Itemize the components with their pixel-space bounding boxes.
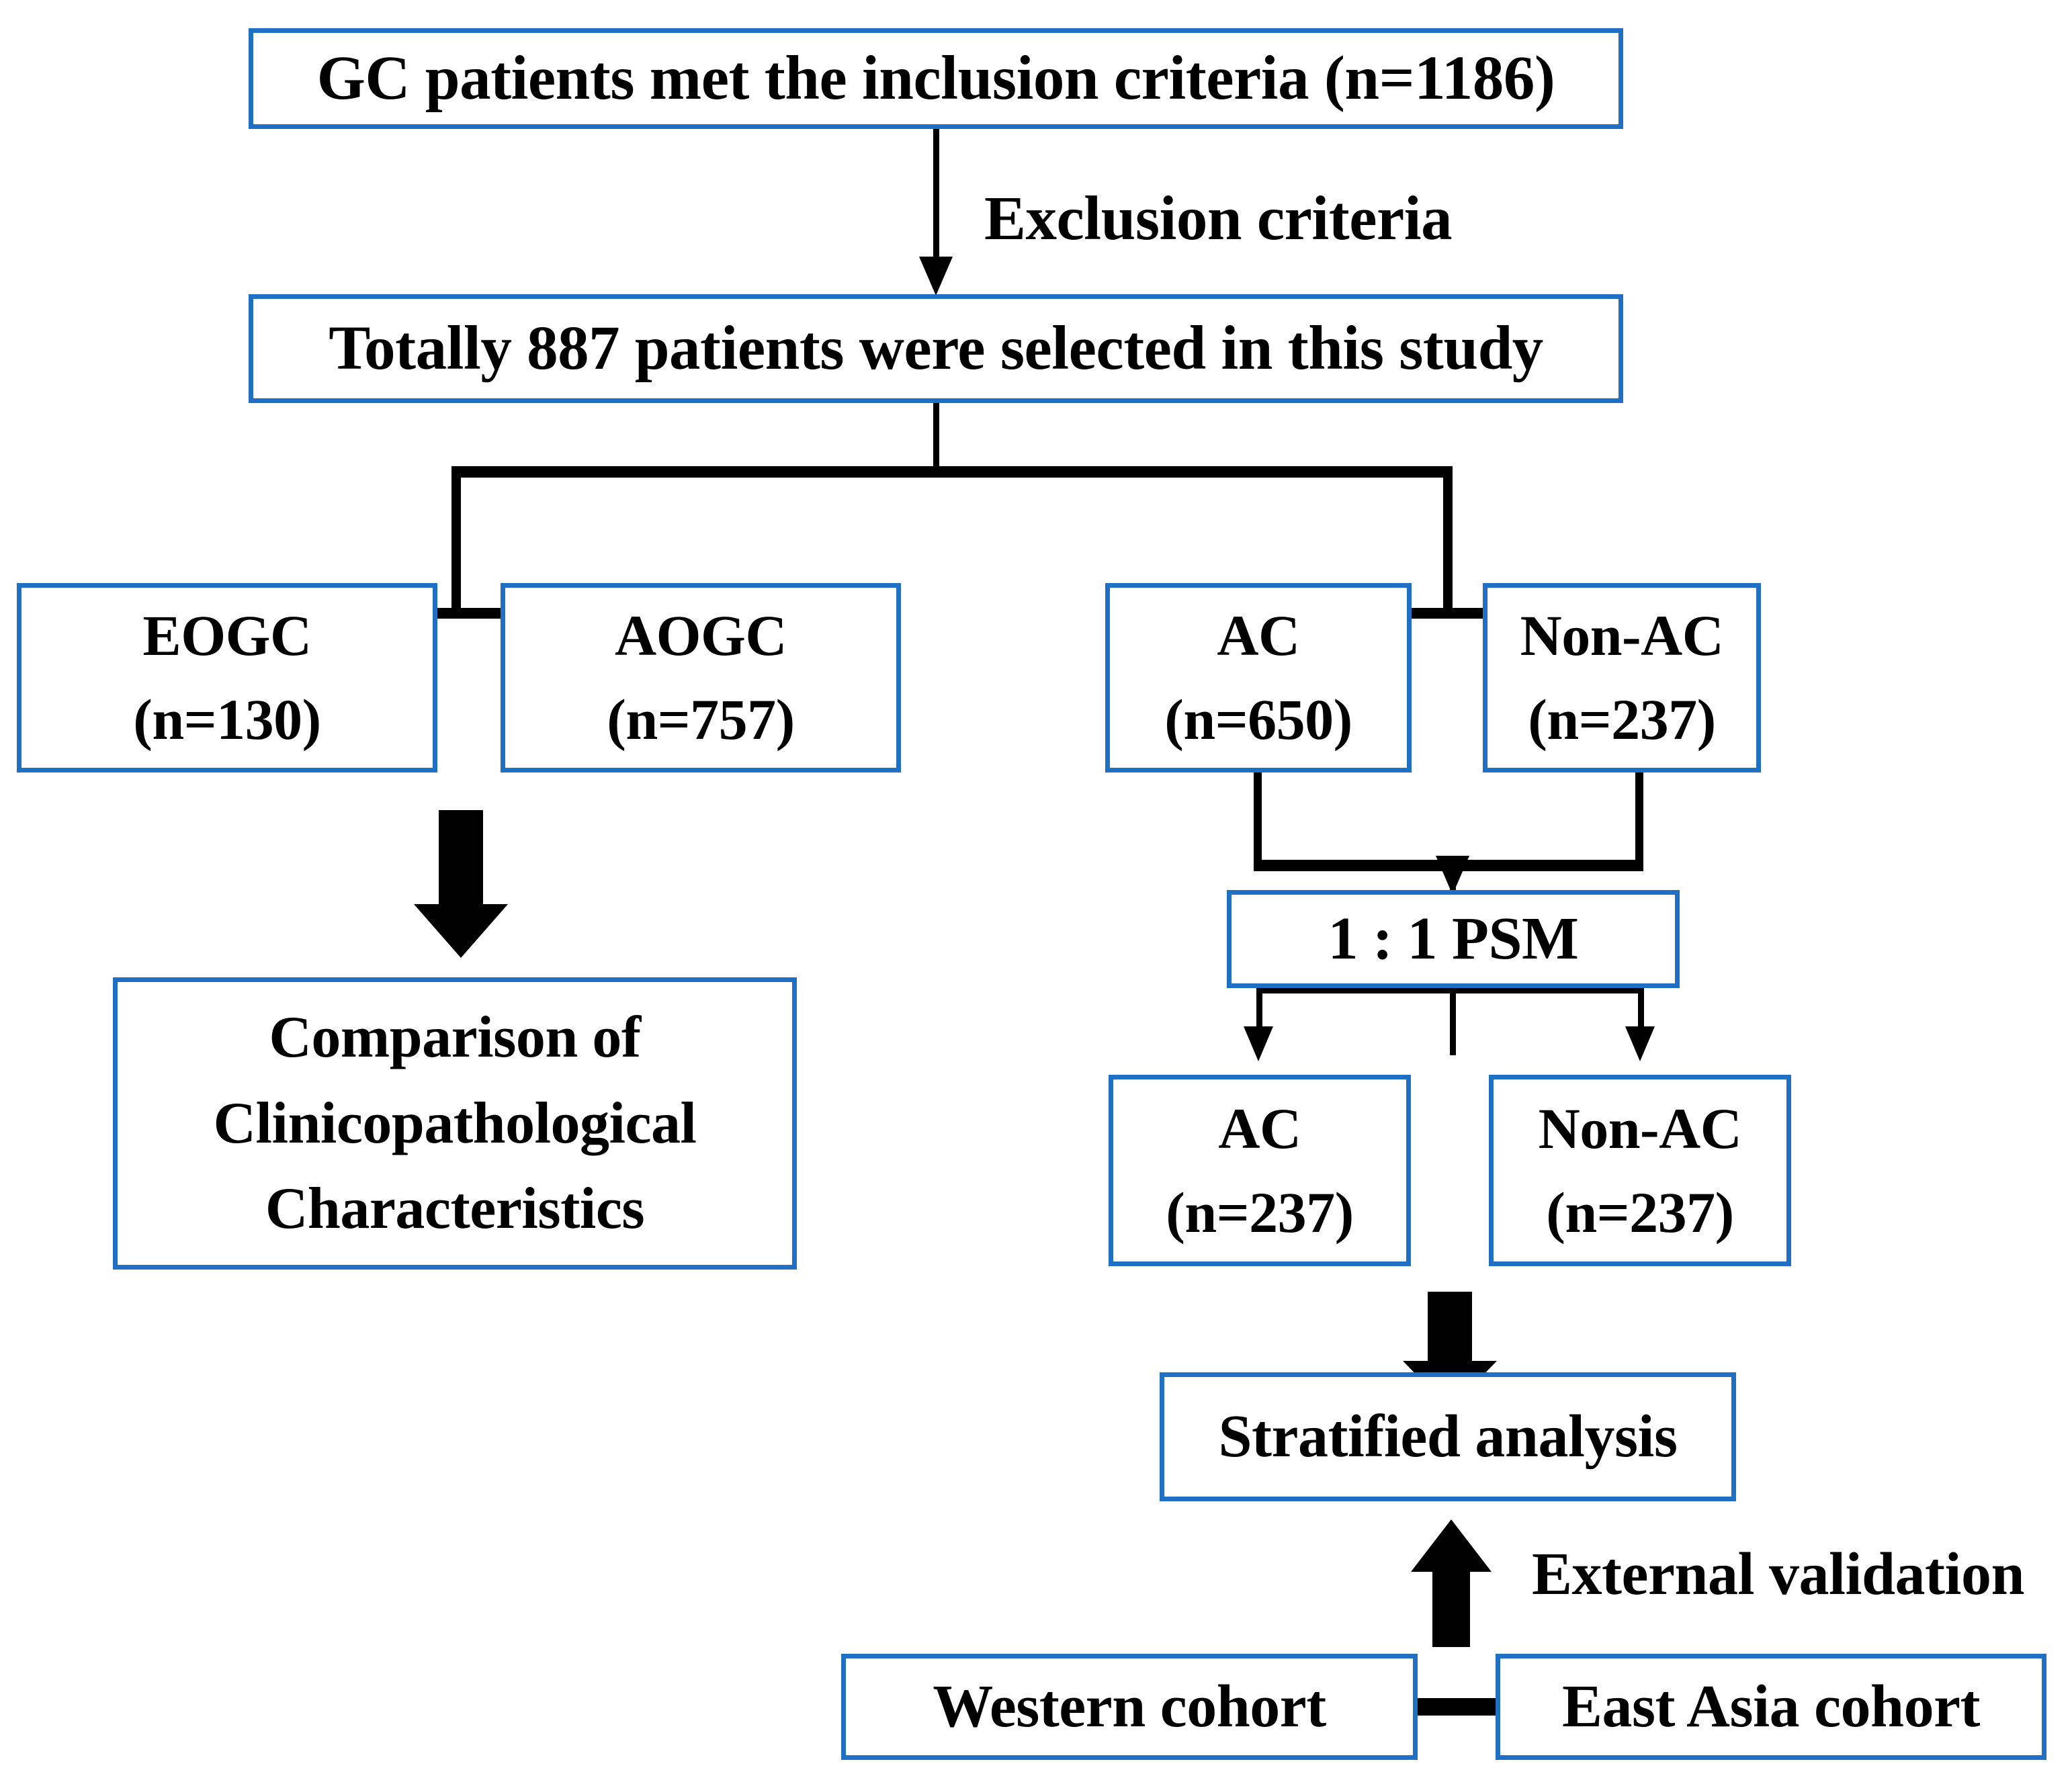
arrow-shaft: [1428, 1292, 1472, 1364]
node-western-cohort: Western cohort: [841, 1654, 1418, 1760]
node-east-asia-label: East Asia cohort: [1562, 1673, 1981, 1740]
arrow-shaft: [439, 810, 483, 907]
node-psm-label: 1 : 1 PSM: [1328, 905, 1579, 972]
connector-inclusion-to-selected: [933, 129, 939, 271]
arrowhead-to-nonac-post: [1625, 1026, 1655, 1061]
node-stratified-analysis: Stratified analysis: [1160, 1372, 1736, 1501]
node-inclusion-criteria: GC patients met the inclusion criteria (…: [249, 28, 1623, 129]
edge-label-exclusion-criteria: Exclusion criteria: [984, 184, 1453, 253]
block-arrow-external-validation: [1411, 1519, 1492, 1647]
node-aogc-title: AOGC: [615, 603, 787, 668]
node-aogc-count: (n=757): [607, 687, 795, 752]
connector-selected-stem: [933, 403, 939, 472]
node-ac-post-title: AC: [1218, 1096, 1301, 1161]
node-selected-patients: Totally 887 patients were selected in th…: [249, 294, 1623, 403]
node-aogc: AOGC (n=757): [501, 583, 901, 772]
node-selected-label: Totally 887 patients were selected in th…: [329, 313, 1543, 383]
node-nonac-pre-psm: Non-AC (n=237): [1483, 583, 1761, 772]
connector-western-to-eastasia: [1415, 1698, 1498, 1716]
connector-nonac-pre-down: [1635, 772, 1643, 869]
node-ac-pre-title: AC: [1217, 603, 1300, 668]
node-nonac-post-psm: Non-AC (n=237): [1489, 1075, 1791, 1266]
node-east-asia-cohort: East Asia cohort: [1496, 1654, 2046, 1760]
node-eogc-title: EOGC: [142, 603, 312, 668]
node-comparison-line1: Comparison of: [269, 1005, 641, 1071]
arrowhead-to-ac-post: [1244, 1026, 1273, 1061]
connector-bus-right-drop: [1443, 466, 1453, 617]
node-ac-post-psm: AC (n=237): [1109, 1075, 1411, 1266]
arrow-head: [414, 904, 508, 958]
connector-psm-stem: [1450, 988, 1456, 1055]
node-nonac-pre-title: Non-AC: [1520, 603, 1724, 668]
connector-ac-pre-down: [1254, 772, 1262, 869]
node-nonac-post-count: (n=237): [1546, 1180, 1734, 1245]
arrowhead-to-psm: [1436, 856, 1469, 895]
connector-to-ac-post: [1256, 982, 1262, 1040]
arrowhead-to-selected: [919, 257, 953, 296]
node-comparison-line3: Characteristics: [265, 1176, 645, 1242]
node-stratified-label: Stratified analysis: [1218, 1403, 1678, 1470]
node-ac-pre-count: (n=650): [1164, 687, 1352, 752]
connector-to-nonac-post: [1638, 982, 1644, 1040]
node-nonac-pre-count: (n=237): [1528, 687, 1716, 752]
edge-label-external-validation: External validation: [1532, 1541, 2025, 1607]
node-comparison-clinicopathological: Comparison of Clinicopathological Charac…: [113, 977, 797, 1270]
node-ac-pre-psm: AC (n=650): [1105, 583, 1412, 772]
block-arrow-to-comparison: [414, 810, 508, 958]
node-comparison-line2: Clinicopathological: [213, 1090, 697, 1156]
node-eogc-count: (n=130): [133, 687, 321, 752]
node-eogc: EOGC (n=130): [17, 583, 437, 772]
connector-main-bus: [451, 466, 1453, 478]
arrow-shaft: [1432, 1569, 1470, 1647]
arrow-head: [1411, 1519, 1492, 1572]
node-inclusion-label: GC patients met the inclusion criteria (…: [316, 43, 1555, 113]
node-ac-post-count: (n=237): [1166, 1180, 1354, 1245]
connector-bus-left-drop: [451, 466, 461, 617]
node-western-label: Western cohort: [933, 1673, 1326, 1740]
node-psm: 1 : 1 PSM: [1227, 890, 1680, 988]
node-nonac-post-title: Non-AC: [1538, 1096, 1742, 1161]
